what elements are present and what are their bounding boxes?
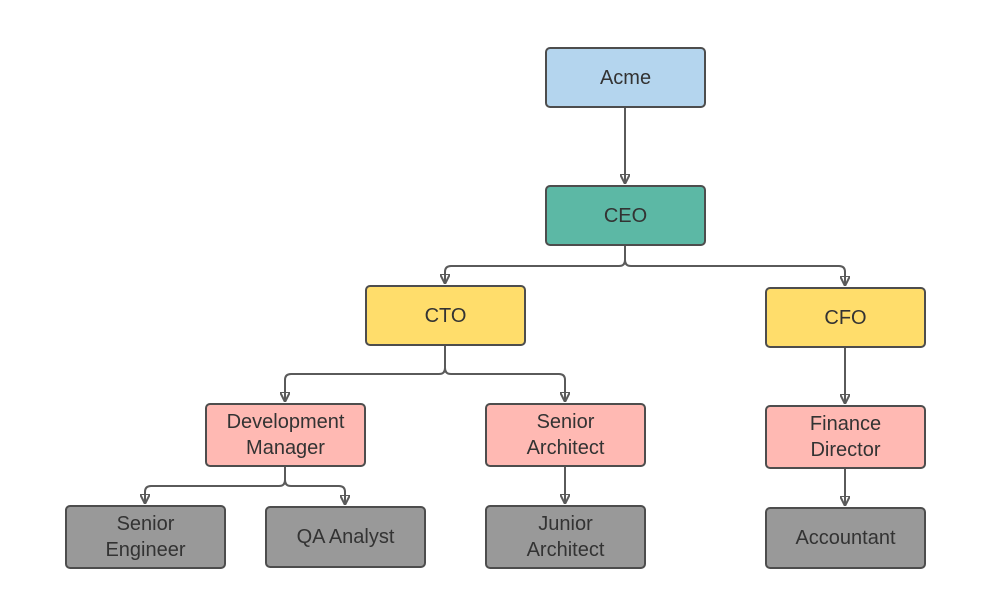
node-cto: CTO [365,285,526,346]
node-junior-architect: Junior Architect [485,505,646,569]
node-senior-engineer: Senior Engineer [65,505,226,569]
node-ceo: CEO [545,185,706,246]
node-finance-director: Finance Director [765,405,926,469]
node-acme: Acme [545,47,706,108]
edge-ceo-cto [445,246,626,283]
edge-cto-development-manager [285,346,446,401]
edge-development-manager-senior-engineer [145,467,286,503]
node-accountant: Accountant [765,507,926,569]
edge-cto-senior-architect [444,346,565,401]
node-senior-architect: Senior Architect [485,403,646,467]
node-development-manager: Development Manager [205,403,366,467]
node-cfo: CFO [765,287,926,348]
edge-ceo-cfo [624,246,845,285]
node-qa-analyst: QA Analyst [265,506,426,568]
edge-development-manager-qa-analyst [284,467,345,504]
